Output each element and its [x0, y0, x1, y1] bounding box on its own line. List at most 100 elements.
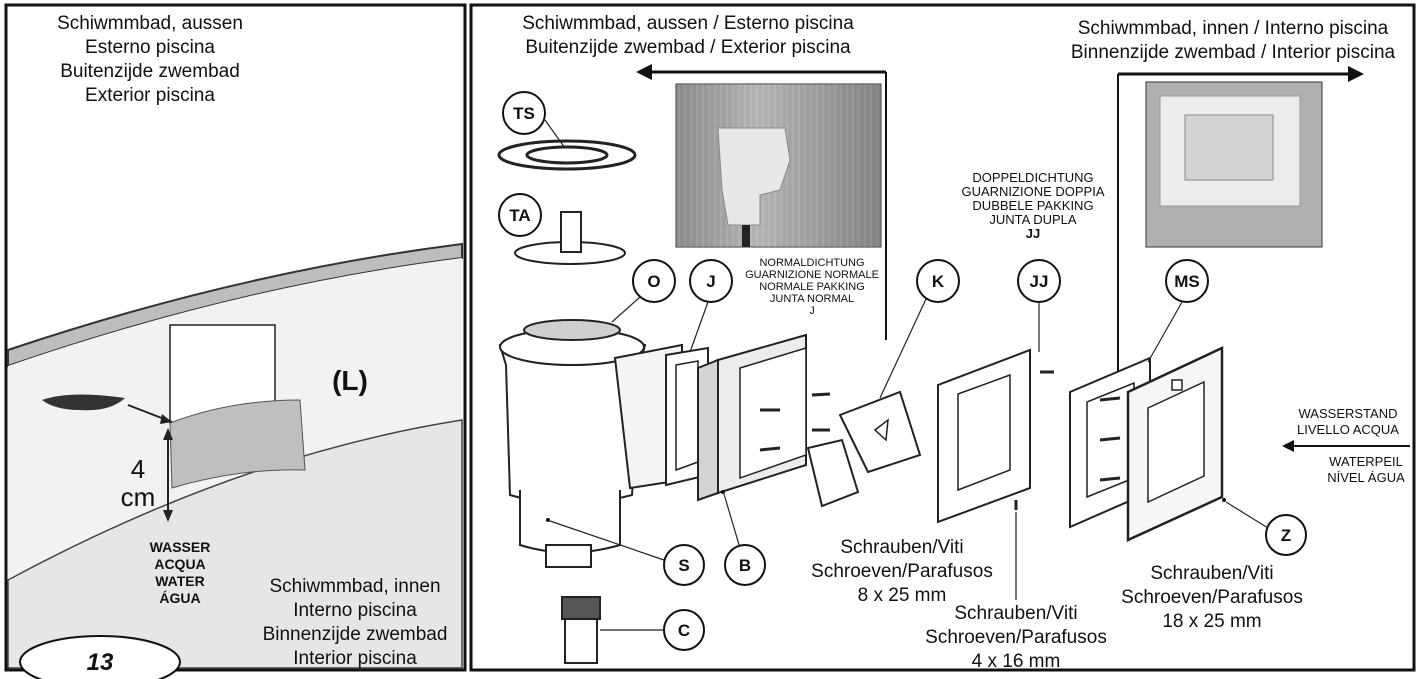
measure-arrow-bottom-icon [163, 510, 173, 522]
ts-leader [544, 119, 566, 149]
c-label: C [678, 621, 690, 640]
normal-gasket-5: J [809, 305, 815, 317]
k-flap [838, 390, 922, 474]
double-gasket-3: DUBBELE PAKKING [972, 198, 1093, 213]
cutter-icon [42, 394, 125, 411]
normal-gasket-4: JUNTA NORMAL [770, 293, 854, 305]
b-screw-3 [811, 392, 831, 397]
skimmer-basket [523, 319, 621, 341]
measure-value: 4 [131, 454, 145, 484]
z-callout [1265, 514, 1307, 556]
c-thread [561, 596, 601, 620]
s-dot [546, 518, 550, 522]
o-callout [632, 259, 676, 303]
measure-unit: cm [121, 482, 156, 512]
water-word-4: ÁGUA [159, 590, 200, 606]
water-level-1: WASSERSTAND [1299, 406, 1398, 421]
inside-caption-1: Schiwmmbad, innen / Interno piscina [1078, 18, 1389, 39]
left-bottom-caption-1: Schiwmmbad, innen [269, 576, 440, 597]
screws-b-2: Schroeven/Parafusos [925, 627, 1107, 648]
b-flange-side [697, 358, 719, 502]
photo-outside [675, 83, 882, 248]
z-faceplate-mark [1171, 379, 1183, 391]
normal-gasket-3: NORMALE PAKKING [759, 281, 865, 293]
ms-screw-3 [1099, 476, 1121, 482]
left-bottom-caption-2: Interno piscina [293, 600, 417, 621]
s-label: S [678, 556, 689, 575]
left-panel: 4 cm (L) Schiwmmbad, aussen Esterno pisc… [4, 3, 467, 679]
jj-gasket-window [957, 373, 1011, 492]
ts-cover [497, 139, 637, 171]
j-label: J [706, 272, 715, 291]
inside-arrow-head-icon [1348, 66, 1364, 82]
water-word-3: WATER [155, 573, 205, 589]
outside-caption-1: Schiwmmbad, aussen / Esterno piscina [522, 13, 854, 34]
b-flange-window [739, 346, 807, 480]
left-top-caption-3: Buitenzijde zwembad [60, 61, 240, 82]
normal-gasket-1: NORMALDICHTUNG [759, 257, 864, 269]
liner-flap [169, 399, 306, 489]
j-callout [689, 259, 733, 303]
water-level-arrow-icon [1282, 440, 1294, 452]
s-callout [663, 544, 705, 586]
o-leader [611, 296, 641, 323]
part-b: B [697, 333, 831, 586]
b-screw-2 [759, 446, 781, 452]
page-number-badge [19, 635, 181, 679]
ts-label: TS [513, 104, 535, 123]
water-level-4: NÍVEL ÁGUA [1327, 470, 1405, 485]
label-L: (L) [332, 365, 368, 396]
photo-faceplate-opening [1184, 114, 1274, 181]
water-level-2: LIVELLO ACQUA [1297, 422, 1399, 437]
c-callout [663, 609, 705, 651]
arrow-head-icon [160, 414, 172, 424]
b-callout [724, 544, 766, 586]
left-top-caption-4: Exterior piscina [85, 85, 215, 106]
z-label: Z [1281, 526, 1291, 545]
k-callout [916, 259, 960, 303]
double-gasket-4: JUNTA DUPLA [989, 212, 1076, 227]
b-label: B [739, 556, 751, 575]
j-leader [689, 301, 709, 353]
ms-callout [1165, 259, 1209, 303]
photo-inside [1145, 81, 1323, 248]
k-leader [879, 298, 927, 399]
c-body [564, 618, 598, 664]
ts-callout [502, 91, 546, 135]
screws-b-3: 4 x 16 mm [972, 651, 1061, 672]
o-label: O [647, 272, 660, 291]
k-label: K [932, 272, 945, 291]
skimmer-lower [519, 490, 621, 554]
part-ta: TA [498, 193, 626, 265]
left-bottom-caption-4: Interior piscina [293, 648, 417, 669]
ms-label: MS [1174, 272, 1200, 291]
right-panel: Schiwmmbad, aussen / Esterno piscina Bui… [469, 3, 1416, 672]
screws-c-1: Schrauben/Viti [1150, 563, 1273, 584]
jj-label: JJ [1030, 272, 1049, 291]
water-level-3: WATERPEIL [1329, 454, 1403, 469]
ta-tube [560, 211, 582, 253]
left-top-caption-1: Schiwmmbad, aussen [57, 13, 243, 34]
skimmer-outlet [545, 544, 592, 568]
k-flap-lower [806, 438, 860, 508]
screws-a-3: 8 x 25 mm [858, 585, 947, 606]
screws-b-1: Schrauben/Viti [954, 603, 1077, 624]
z-faceplate-window [1147, 380, 1205, 504]
ts-inner-ring [525, 145, 609, 165]
z-leader [1225, 501, 1269, 529]
part-ts: TS [497, 91, 637, 171]
inside-caption-2: Binnenzijde zwembad / Interior piscina [1071, 42, 1396, 63]
ms-leader [1147, 301, 1183, 363]
measure-arrow-top-icon [163, 428, 173, 440]
ta-callout [498, 193, 542, 237]
k-triangle [873, 418, 889, 442]
ms-screw-1 [1099, 396, 1121, 402]
part-z: Z [1126, 346, 1307, 556]
outside-arrow-head-icon [636, 64, 652, 80]
left-bottom-caption-3: Binnenzijde zwembad [263, 624, 448, 645]
water-word-1: WASSER [150, 539, 211, 555]
part-k: K [806, 259, 960, 508]
double-gasket-1: DOPPELDICHTUNG [972, 170, 1093, 185]
outside-caption-2: Buitenzijde zwembad / Exterior piscina [525, 37, 851, 58]
